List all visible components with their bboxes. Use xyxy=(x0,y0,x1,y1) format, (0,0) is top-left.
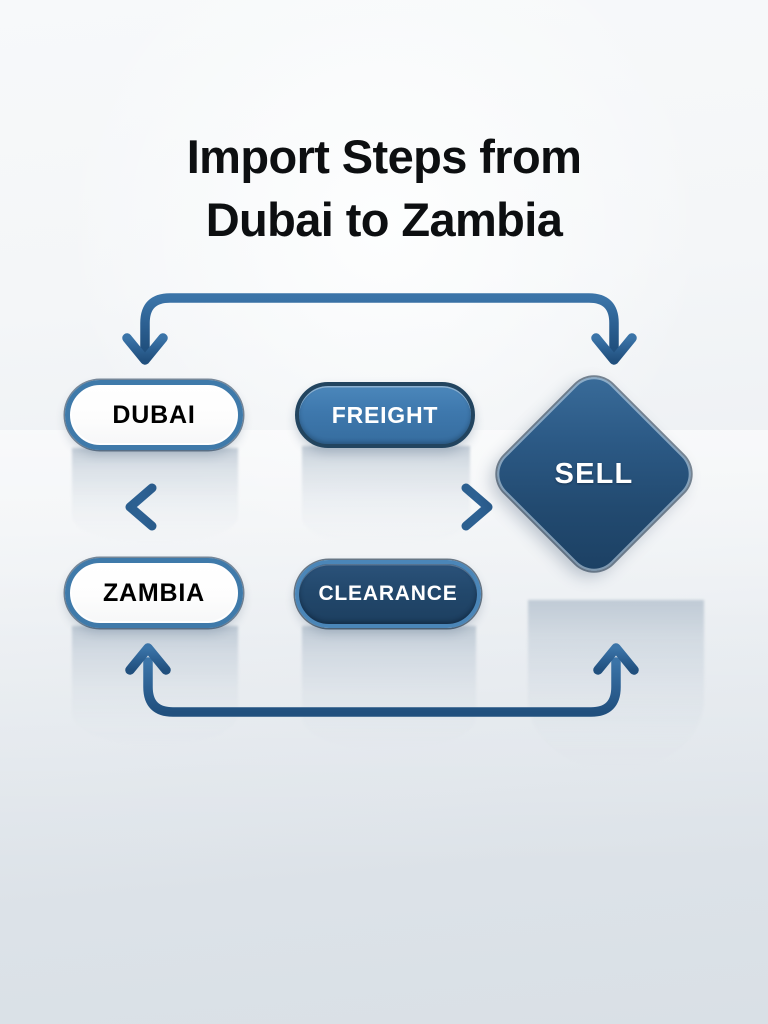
reflection-clearance xyxy=(302,626,476,751)
arrowhead-down-left xyxy=(122,333,168,365)
reflection-freight xyxy=(302,446,470,546)
node-dubai-label: DUBAI xyxy=(112,400,196,429)
top-bracket-arrow[interactable] xyxy=(122,293,637,365)
arrowhead-right xyxy=(461,483,493,531)
horizontal-double-arrow[interactable] xyxy=(125,483,493,531)
reflection-zambia xyxy=(72,626,238,746)
bottom-bracket-path xyxy=(143,657,621,717)
node-clearance[interactable]: CLEARANCE xyxy=(295,560,481,628)
top-bracket-path xyxy=(140,293,619,353)
page-title-line-2: Dubai to Zambia xyxy=(205,192,563,246)
node-zambia-label: ZAMBIA xyxy=(102,578,205,607)
node-zambia[interactable]: ZAMBIA xyxy=(65,558,243,628)
arrowhead-up-right xyxy=(593,643,639,675)
node-sell[interactable] xyxy=(486,366,702,582)
page-title: Import Steps from Dubai to Zambia xyxy=(0,126,768,250)
page-title-line-1: Import Steps from xyxy=(186,130,582,184)
node-clearance-label: CLEARANCE xyxy=(318,582,458,605)
arrowhead-up-left xyxy=(125,643,171,675)
arrowhead-down-right xyxy=(591,333,637,365)
node-freight[interactable]: FREIGHT xyxy=(295,382,475,448)
node-dubai[interactable]: DUBAI xyxy=(65,380,243,450)
arrowhead-left xyxy=(125,483,157,531)
node-freight-label: FREIGHT xyxy=(331,401,439,428)
bottom-bracket-arrow[interactable] xyxy=(125,643,639,717)
